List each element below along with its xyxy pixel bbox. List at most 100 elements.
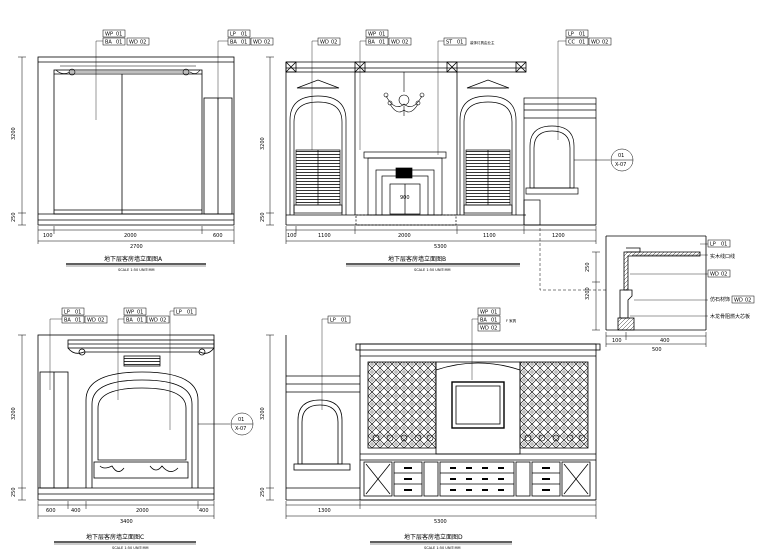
tag-number: 01 xyxy=(75,310,81,316)
tag-code: WD xyxy=(480,326,489,332)
elevation-b-callout-sheet: X-07 xyxy=(615,162,626,168)
tag-code: CC xyxy=(568,40,575,46)
tag-code: WD xyxy=(129,40,138,46)
tag-code: LP xyxy=(176,310,182,316)
tag-number: 01 xyxy=(116,32,122,38)
tag-number: 02 xyxy=(98,318,104,324)
elevation-c-callout-sheet: X-07 xyxy=(235,426,246,432)
tag-number: 02 xyxy=(331,40,337,46)
elevation-b-title: 地下层客房墙立面图B xyxy=(388,255,446,263)
elevation-b-dim-seg4: 1100 xyxy=(483,233,496,239)
tag-code: WD xyxy=(320,40,329,46)
elevation-d-left-dimension xyxy=(266,334,274,501)
elevation-c-callout-number: 01 xyxy=(238,417,244,423)
elevation-c: 3200 250 01 X-07 xyxy=(11,307,254,550)
elevation-b-bottom-dimension xyxy=(285,226,597,244)
elevation-b-fireplace xyxy=(355,151,457,226)
tag-code: WD xyxy=(591,40,600,46)
tag-code: LP xyxy=(710,242,716,248)
tag-code: LP xyxy=(64,310,70,316)
elevation-b-fixture-note: 装饰灯具由业主 xyxy=(470,40,495,45)
tag-number: 01 xyxy=(187,310,193,316)
section-label-3: 木龙骨阻燃大芯板 xyxy=(710,313,750,320)
tag-number: 01 xyxy=(579,40,585,46)
elevation-b-tags: WD 02 WP 01 BA 01 WD 02 ST 01 装饰灯具由业主 LP… xyxy=(311,29,612,155)
elevation-c-dim-height: 3200 xyxy=(11,407,17,420)
elevation-b-arch-window-right xyxy=(459,79,517,215)
elevation-b-scale: SCALE 1:50 UNIT:MM xyxy=(414,268,451,272)
elevation-d: 3200 250 xyxy=(260,307,601,550)
elevation-c-tags: LP 01 BA 01 WD 02 WP 01 BA 01 WD 02 LP 0… xyxy=(49,307,197,430)
elevation-c-dim-seg1: 600 xyxy=(46,508,56,514)
elevation-d-dim-total: 5300 xyxy=(434,519,447,525)
tag-code: LP xyxy=(568,32,574,38)
elevation-b-dim-seg5: 1200 xyxy=(552,233,565,239)
elevation-d-furniture-note: F 家具 xyxy=(506,318,517,323)
section-dim-height: 3200 xyxy=(585,287,591,300)
tag-number: 01 xyxy=(457,40,463,46)
elevation-a-scale: SCALE 1:50 UNIT:MM xyxy=(118,268,155,272)
tag-number: 01 xyxy=(379,32,385,38)
elevation-a-dim-seg3: 600 xyxy=(213,233,223,239)
tag-code: WD xyxy=(87,318,96,324)
tag-number: 01 xyxy=(137,310,143,316)
elevation-b-dim-seg3: 2000 xyxy=(398,233,411,239)
elevation-a-wall xyxy=(37,56,235,226)
tag-number: 02 xyxy=(491,326,497,332)
tag-number: 01 xyxy=(241,32,247,38)
tag-code: WD xyxy=(253,40,262,46)
elevation-b-dim-seg1: 100 xyxy=(287,233,297,239)
elevation-b-fireplace-dim: 900 xyxy=(400,195,410,201)
tag-number: 02 xyxy=(140,40,146,46)
elevation-b-callout-number: 01 xyxy=(618,153,624,159)
elevation-a: 3200 250 WP 01 BA 01 xyxy=(11,29,274,272)
tag-number: 02 xyxy=(745,298,751,304)
elevation-a-tag-group-top: WP 01 BA 01 WD 02 xyxy=(95,29,150,120)
tag-number: 02 xyxy=(602,40,608,46)
elevation-a-dim-seg1: 100 xyxy=(43,233,53,239)
elevation-c-dim-total: 3400 xyxy=(120,519,133,525)
section-dim-total: 500 xyxy=(652,347,662,353)
elevation-b-arch-window-left xyxy=(289,79,347,215)
elevation-d-bottom-dimension xyxy=(285,501,597,519)
elevation-b-dim-base: 250 xyxy=(260,212,266,222)
tag-number: 01 xyxy=(341,318,347,324)
tag-code: WP xyxy=(368,32,376,38)
tag-number: 02 xyxy=(721,272,727,278)
elevation-a-left-dimension xyxy=(18,56,26,226)
tag-number: 02 xyxy=(264,40,270,46)
elevation-a-dim-base: 250 xyxy=(11,212,17,222)
tag-number: 01 xyxy=(579,32,585,38)
tag-code: WD xyxy=(149,318,158,324)
elevation-b-dim-height: 3200 xyxy=(260,137,266,150)
section-tags: LP 01 实木线口线 WD 02 仿石材饰 WD 02 木龙骨阻燃大芯板 xyxy=(630,239,755,320)
tag-number: 01 xyxy=(241,40,247,46)
tag-code: BA xyxy=(480,318,487,324)
elevation-c-dim-seg4: 400 xyxy=(199,508,209,514)
tag-code: LP xyxy=(330,318,336,324)
elevation-a-dim-total: 2700 xyxy=(130,244,143,250)
tag-code: WP xyxy=(126,310,134,316)
section-label-1: 实木线口线 xyxy=(710,253,735,260)
elevation-d-dim-seg1: 1300 xyxy=(318,508,331,514)
elevation-c-dim-seg2: 400 xyxy=(71,508,81,514)
tag-code: WD xyxy=(710,272,719,278)
elevation-d-dim-height: 3200 xyxy=(260,407,266,420)
elevation-d-title: 地下层客房墙立面图D xyxy=(404,533,463,541)
section-bottom-dimension xyxy=(605,332,707,347)
tag-number: 01 xyxy=(491,310,497,316)
elevation-d-tags: LP 01 WP 01 BA 01 WD 02 F 家具 xyxy=(321,307,517,410)
elevation-a-tag-group-right: LP 01 BA 01 WD 02 xyxy=(217,29,274,100)
tag-code: ST xyxy=(446,40,453,46)
tag-code: WD xyxy=(734,298,743,304)
tag-code: WP xyxy=(105,32,113,38)
section-dim-seg1: 100 xyxy=(612,338,622,344)
tag-code: BA xyxy=(64,318,71,324)
elevation-c-title: 地下层客房墙立面图C xyxy=(86,533,144,541)
elevation-b-niche xyxy=(523,97,597,226)
tag-code: BA xyxy=(230,40,237,46)
elevation-d-cabinet xyxy=(355,343,601,501)
tag-number: 01 xyxy=(75,318,81,324)
tag-number: 01 xyxy=(116,40,122,46)
